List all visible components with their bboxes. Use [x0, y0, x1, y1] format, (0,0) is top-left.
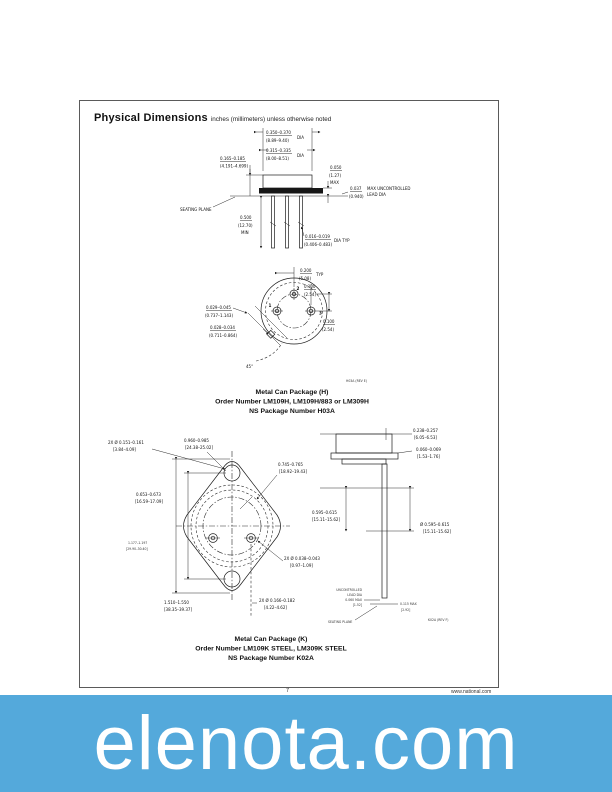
- dim-label: 0.100: [304, 284, 316, 289]
- dim-label: [24.38–25.02]: [185, 445, 213, 450]
- k-package-side-view: 0.238–0.257 [6.05–6.53] 0.060–0.069 [1.5…: [312, 428, 451, 624]
- dim-label: DIA: [297, 153, 304, 158]
- drawing-ref: H03A (REV E): [346, 379, 367, 383]
- dim-label: 2X Ø 0.166–0.182: [259, 598, 295, 603]
- dim-label: 0.060–0.069: [416, 447, 441, 452]
- dim-label: MIN: [241, 230, 249, 235]
- elenota-banner-text[interactable]: elenota.com: [93, 700, 519, 786]
- dim-label: 0.960–0.985: [184, 438, 209, 443]
- dim-label: (4.191–4.699): [220, 164, 248, 169]
- dim-label: LEAD DIA: [367, 192, 386, 197]
- caption-line: Order Number LM109K STEEL, LM309K STEEL: [195, 646, 346, 653]
- dim-label: (2.54): [304, 292, 316, 297]
- package-drawings: 0.350–0.370 (8.89–9.40) DIA 0.315–0.335 …: [108, 128, 451, 662]
- dim-label: 0.060 MAX: [345, 598, 363, 602]
- dim-label: (2.54): [322, 327, 334, 332]
- dim-label: UNCONTROLLED: [336, 588, 362, 592]
- dim-label: (8.89–9.40): [266, 138, 289, 143]
- caption-line: NS Package Number H03A: [249, 408, 335, 415]
- dim-label: 1.510–1.550: [164, 600, 189, 605]
- dim-label: 0.028–0.034: [210, 325, 235, 330]
- dim-label: 0.050: [330, 165, 342, 170]
- caption-line: Metal Can Package (K): [235, 636, 308, 643]
- dim-label: 0.500: [240, 215, 252, 220]
- dim-label: (1.27): [329, 173, 341, 178]
- dim-label: 0.200: [300, 268, 312, 273]
- dim-label: TYP: [315, 272, 324, 277]
- dim-label: 2X Ø 0.038–0.043: [284, 556, 320, 561]
- dim-label: [29.90–30.40]: [126, 547, 148, 551]
- h-package-caption: Metal Can Package (H) Order Number LM109…: [215, 389, 369, 415]
- page-title: Physical Dimensions: [94, 112, 208, 124]
- dim-label: 0.745–0.765: [278, 462, 303, 467]
- dim-label: (0.711–0.864): [209, 333, 237, 338]
- dim-label: (8.00–8.51): [266, 156, 289, 161]
- dim-label: DIA TYP: [334, 238, 350, 243]
- dim-label: [16.59–17.09]: [135, 499, 163, 504]
- caption-line: Metal Can Package (H): [256, 389, 329, 396]
- page-number: 7: [286, 688, 290, 694]
- dim-label: MAX UNCONTROLLED: [367, 186, 411, 191]
- footer-website: www.national.com: [451, 689, 492, 695]
- dim-label: (5.08): [299, 276, 311, 281]
- caption-line: Order Number LM109H, LM109H/883 or LM309…: [215, 399, 369, 406]
- k-package-front-view: 0.653–0.673 [16.59–17.09] 1.177–1.197 [2…: [108, 438, 320, 617]
- dim-label: [3.84–4.09]: [113, 447, 136, 452]
- dim-label: [2.92]: [401, 608, 410, 612]
- dim-label: 0.115 MAX: [400, 602, 418, 606]
- dim-label: 0.315–0.335: [266, 148, 291, 153]
- dim-label: 0.595–0.615: [312, 510, 337, 515]
- dim-label: [18.92–19.43]: [279, 469, 307, 474]
- elenota-banner[interactable]: elenota.com: [0, 695, 612, 792]
- dim-label: 0.016–0.019: [305, 234, 330, 239]
- caption-line: NS Package Number K02A: [228, 655, 314, 662]
- h-package-side-view: 0.350–0.370 (8.89–9.40) DIA 0.315–0.335 …: [180, 128, 411, 249]
- dim-label: 0.238–0.257: [413, 428, 438, 433]
- dim-label: [0.97–1.09]: [290, 563, 313, 568]
- dim-label: SEATING PLANE: [328, 620, 352, 624]
- h-package-bottom-view: 2 1 3 0.200 (5.08) TYP 0.100 (2.54) 0.10…: [205, 267, 367, 383]
- dim-label: (12.70): [238, 223, 253, 228]
- pin-number: 1: [269, 303, 272, 308]
- dim-label: 2X Ø 0.151–0.161: [108, 440, 144, 445]
- dim-label: 0.037: [350, 186, 362, 191]
- dim-label: 1.177–1.197: [128, 541, 147, 545]
- dim-label: DIA: [297, 135, 304, 140]
- dim-label: 0.653–0.673: [136, 492, 161, 497]
- dim-label: 0.029–0.045: [206, 305, 231, 310]
- dim-label: Ø 0.595–0.615: [420, 522, 450, 527]
- dim-label: 0.350–0.370: [266, 130, 291, 135]
- dim-label: [1.52]: [353, 603, 362, 607]
- dim-label: [4.22–4.62]: [264, 605, 287, 610]
- k-package-caption: Metal Can Package (K) Order Number LM109…: [195, 636, 346, 662]
- dim-label: (0.940): [349, 194, 364, 199]
- dim-label: [38.35–39.37]: [164, 607, 192, 612]
- dim-label: (0.737–1.143): [205, 313, 233, 318]
- dim-label: MAX: [330, 180, 339, 185]
- dim-label: 45°: [246, 364, 253, 369]
- dim-label: [1.53–1.76]: [417, 454, 440, 459]
- dim-label: (0.406–0.483): [304, 242, 332, 247]
- dim-label: LEAD DIA: [347, 593, 362, 597]
- page-subtitle: inches (millimeters) unless otherwise no…: [210, 116, 332, 123]
- drawing-ref: K02A (REV F): [428, 618, 448, 622]
- pin-number: 3: [319, 311, 322, 316]
- dim-label: [15.11–15.62]: [312, 517, 340, 522]
- pin-number: 2: [297, 286, 300, 291]
- dim-label: 0.100: [323, 319, 335, 324]
- dim-label: 0.165–0.185: [220, 156, 245, 161]
- dim-label: SEATING PLANE: [180, 207, 212, 212]
- dim-label: [15.11–15.62]: [423, 529, 451, 534]
- dim-label: [6.05–6.53]: [414, 435, 437, 440]
